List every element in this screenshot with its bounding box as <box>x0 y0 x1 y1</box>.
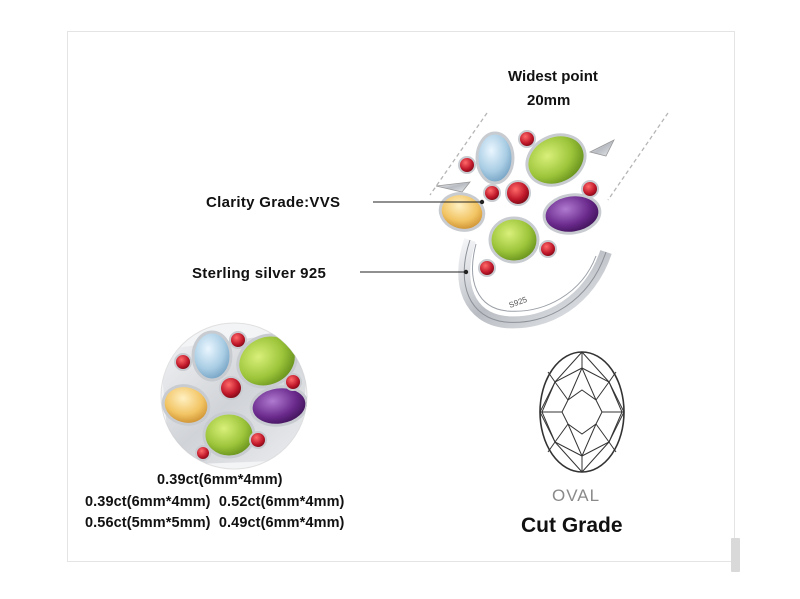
oval-cut-diagram <box>539 351 625 473</box>
cut-shape-label: OVAL <box>552 486 601 505</box>
gemstone-cluster <box>438 130 602 277</box>
blue-topaz-stone <box>191 330 233 382</box>
carat-row-2: 0.56ct(5mm*5mm) 0.49ct(6mm*4mm) <box>85 515 345 531</box>
garnet-stone <box>249 431 267 449</box>
citrine-stone <box>438 192 486 232</box>
garnet-stone <box>539 240 557 258</box>
scroll-handle[interactable] <box>731 538 740 572</box>
clarity-grade-label: Clarity Grade:VVS <box>206 194 341 211</box>
citrine-stone <box>161 384 211 426</box>
clarity-callout-dot <box>479 199 485 205</box>
widest-point-label: Widest point <box>508 68 598 85</box>
band-stamp: S925 <box>508 295 529 310</box>
garnet-stone <box>219 376 243 400</box>
product-frame <box>67 31 735 562</box>
ring-band <box>458 238 612 329</box>
width-guide-left <box>429 112 488 196</box>
garnet-stone <box>505 180 531 206</box>
peridot-stone <box>202 411 256 459</box>
silver-callout-dot <box>463 269 469 275</box>
leaf-prong <box>588 139 615 157</box>
garnet-stone <box>483 184 501 202</box>
closeup-view <box>160 322 308 470</box>
peridot-stone <box>488 216 540 264</box>
garnet-stone <box>195 445 211 461</box>
garnet-stone <box>478 259 496 277</box>
garnet-stone <box>458 156 476 174</box>
amethyst-stone <box>249 385 307 427</box>
material-label: Sterling silver 925 <box>192 265 327 282</box>
leaf-prong <box>435 181 471 193</box>
amethyst-stone <box>542 193 602 235</box>
garnet-stone <box>174 353 192 371</box>
carat-row-1: 0.39ct(6mm*4mm) 0.52ct(6mm*4mm) <box>85 494 345 510</box>
garnet-stone <box>581 180 599 198</box>
cut-grade-title: Cut Grade <box>521 514 623 537</box>
peridot-stone <box>525 133 587 187</box>
garnet-stone <box>229 331 247 349</box>
width-guide-right <box>607 112 669 201</box>
garnet-stone <box>284 373 302 391</box>
blue-topaz-stone <box>475 131 515 185</box>
widest-point-value: 20mm <box>527 92 571 109</box>
carat-center-stone: 0.39ct(6mm*4mm) <box>157 472 283 488</box>
garnet-stone <box>518 130 536 148</box>
